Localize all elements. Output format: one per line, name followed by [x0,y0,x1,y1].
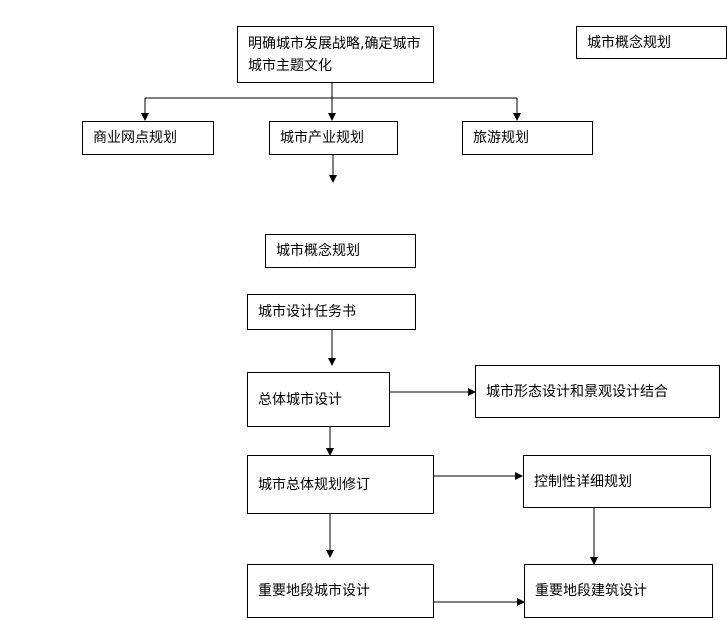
node-concept-top: 城市概念规划 [576,26,727,59]
node-regulatory-plan-label: 控制性详细规划 [534,473,632,490]
node-strategy-label: 明确城市发展战略,确定城市城市主题文化 [248,36,421,74]
node-concept-top-label: 城市概念规划 [587,34,671,51]
node-key-area-arch: 重要地段建筑设计 [524,564,713,618]
node-task-book: 城市设计任务书 [247,294,416,330]
node-form-landscape: 城市形态设计和景观设计结合 [475,365,720,418]
node-overall-design: 总体城市设计 [247,372,390,427]
node-strategy: 明确城市发展战略,确定城市城市主题文化 [237,26,434,83]
node-form-landscape-label: 城市形态设计和景观设计结合 [486,383,668,400]
node-master-plan-revision: 城市总体规划修订 [247,455,434,514]
node-key-area-urban: 重要地段城市设计 [247,564,434,618]
node-commercial: 商业网点规划 [82,121,214,155]
node-industry: 城市产业规划 [269,121,398,155]
node-tourism: 旅游规划 [462,121,593,155]
node-master-plan-revision-label: 城市总体规划修订 [258,476,370,493]
node-concept: 城市概念规划 [265,234,416,268]
node-tourism-label: 旅游规划 [473,130,529,146]
node-overall-design-label: 总体城市设计 [258,391,342,408]
node-task-book-label: 城市设计任务书 [258,304,356,320]
node-concept-label: 城市概念规划 [276,243,360,259]
node-key-area-urban-label: 重要地段城市设计 [258,583,370,599]
node-commercial-label: 商业网点规划 [93,130,177,146]
node-regulatory-plan: 控制性详细规划 [523,455,711,508]
node-key-area-arch-label: 重要地段建筑设计 [535,583,647,599]
node-industry-label: 城市产业规划 [280,130,364,146]
